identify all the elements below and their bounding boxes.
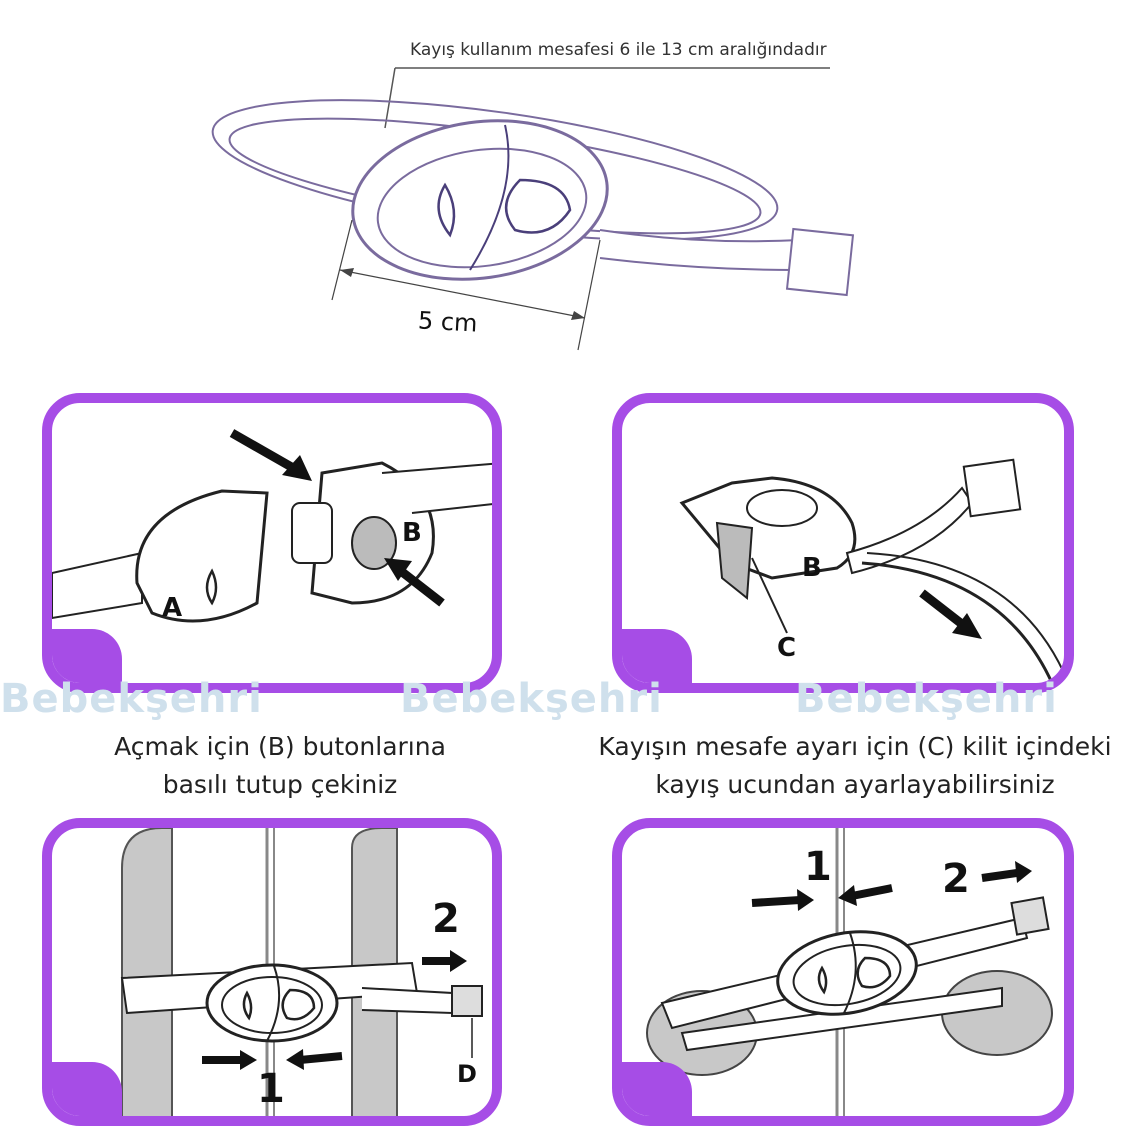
label-d: D xyxy=(457,1060,477,1088)
panel-attach-handles: 1 2 D xyxy=(42,818,502,1126)
panel-open-lock: A B xyxy=(42,393,502,693)
step-2-label: 2 xyxy=(942,856,970,902)
panel-corner-tab xyxy=(622,629,692,683)
top-diagram: Kayış kullanım mesafesi 6 ile 13 cm aral… xyxy=(0,0,1140,360)
panel-corner-tab xyxy=(52,1062,122,1116)
panel-adjust-strap: B C xyxy=(612,393,1074,693)
label-c: C xyxy=(777,633,797,663)
attach-handles-drawing xyxy=(120,828,483,1116)
caption-open: Açmak için (B) butonlarına basılı tutup … xyxy=(114,732,446,799)
label-a: A xyxy=(162,593,183,623)
open-lock-drawing xyxy=(52,429,492,623)
panel-corner-tab xyxy=(52,629,122,683)
caption-adjust: Kayışın mesafe ayarı için (C) kilit için… xyxy=(598,732,1112,799)
strap-lock-outline-drawing xyxy=(211,67,855,351)
watermark: Bebekşehri xyxy=(795,676,1058,722)
attach-knobs-drawing xyxy=(646,828,1053,1116)
adjust-strap-drawing xyxy=(679,458,1064,683)
step-1-label: 1 xyxy=(257,1066,285,1112)
panel-corner-tab xyxy=(622,1062,692,1116)
strap-range-note: Kayış kullanım mesafesi 6 ile 13 cm aral… xyxy=(410,40,827,60)
watermark: Bebekşehri xyxy=(0,676,263,722)
step-1-label: 1 xyxy=(804,844,832,890)
watermark: Bebekşehri xyxy=(400,676,663,722)
panel-attach-knobs: 1 2 xyxy=(612,818,1074,1126)
label-b: B xyxy=(402,518,422,548)
label-b: B xyxy=(802,553,822,583)
step-2-label: 2 xyxy=(432,896,460,942)
width-dimension-label: 5 cm xyxy=(417,306,479,338)
